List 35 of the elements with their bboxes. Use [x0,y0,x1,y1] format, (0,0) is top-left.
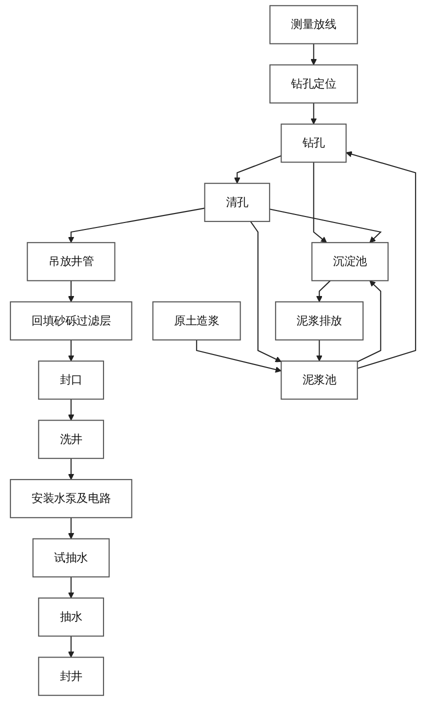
node-box: 封井 [38,656,104,696]
arrow [68,399,74,421]
arrow [316,340,322,362]
node-box: 洗井 [38,420,104,459]
node-box: 封口 [38,360,104,400]
node-box: 沉淀池 [311,242,389,282]
node-box: 试抽水 [32,538,110,578]
arrow [313,162,327,243]
arrow [316,280,331,302]
arrow [68,576,74,598]
node-box: 抽水 [38,598,104,637]
arrow [310,44,317,66]
arrow [68,280,74,302]
node-box: 钻孔定位 [269,64,358,104]
arrow [250,221,282,362]
arrow [357,280,382,362]
arrow [68,208,205,243]
node-box: 原土造浆 [152,301,241,340]
node-box: 泥浆池 [280,360,358,400]
arrow [68,340,74,362]
arrow [269,208,382,243]
arrow [68,458,74,480]
arrow [68,518,74,540]
arrow [346,151,416,369]
node-box: 回填砂砾过滤层 [10,301,132,340]
node-box: 泥浆排放 [275,301,364,340]
node-box: 安装水泵及电路 [10,479,132,518]
arrow [68,636,74,658]
node-box: 钻孔 [280,124,347,163]
arrow [196,340,282,373]
arrow [310,102,317,124]
node-box: 清孔 [204,182,270,222]
node-box: 吊放井管 [26,242,116,282]
node-box: 测量放线 [269,5,358,44]
arrow [234,155,282,184]
